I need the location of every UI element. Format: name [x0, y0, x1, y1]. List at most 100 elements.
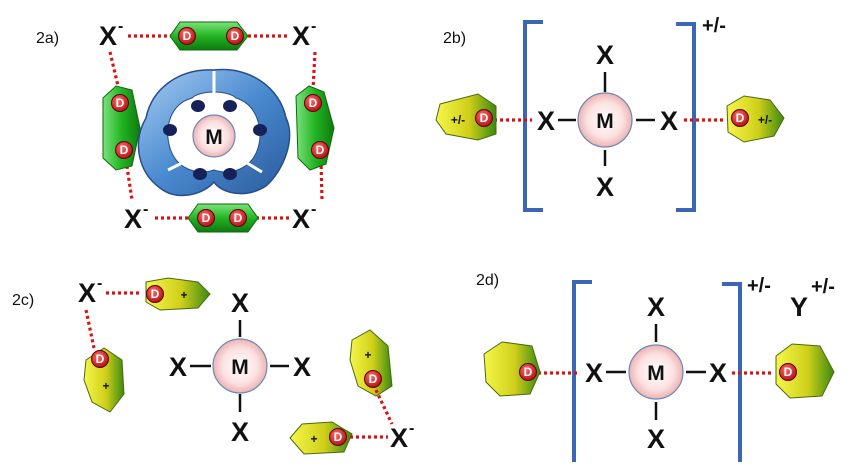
- panel-2d: 2d) +/- Y +/- X X X X M D D: [476, 272, 835, 462]
- donor-label: D: [231, 29, 240, 43]
- tag-charge: +/-: [451, 113, 465, 127]
- donor-site: [226, 27, 244, 45]
- neutral-tag-left: D: [483, 341, 541, 397]
- dotted-link: [108, 51, 121, 91]
- donor-label: D: [183, 29, 192, 43]
- donor-site: [91, 350, 109, 368]
- ligand-x-bottom: X: [647, 424, 665, 454]
- halide-symbol: X: [78, 278, 96, 308]
- halide-anion: X -: [124, 201, 148, 234]
- left-bracket: [523, 20, 543, 212]
- donor-label: D: [151, 287, 160, 301]
- charged-tag: D +: [145, 277, 211, 311]
- halide-anion: X -: [292, 201, 316, 234]
- metal-center: M: [628, 344, 684, 400]
- green-donor-unit: D D: [187, 203, 259, 233]
- metal-symbol: M: [205, 126, 223, 149]
- left-bracket: [572, 280, 592, 462]
- complex-charge: +/-: [747, 275, 771, 297]
- donor-site: [178, 27, 196, 45]
- donor-label: D: [480, 111, 489, 125]
- halide-anion: X -: [292, 18, 316, 51]
- halide-symbol: X: [292, 204, 310, 234]
- tag-charge: +/-: [758, 113, 772, 127]
- metal-center: M: [577, 92, 633, 148]
- binding-site: [223, 168, 237, 180]
- halide-symbol: X: [390, 423, 408, 453]
- donor-site: [475, 109, 493, 127]
- panel-2c: 2c) X - D + D + X X X X M: [12, 275, 414, 455]
- halide-charge: -: [311, 18, 316, 35]
- donor-label: D: [120, 143, 129, 157]
- ligand-x-top: X: [647, 292, 665, 322]
- binding-site: [193, 168, 207, 180]
- right-bracket: [722, 282, 742, 462]
- panel-2a: 2a) X - X - X - X - D: [36, 18, 335, 234]
- halide-charge: -: [143, 201, 148, 218]
- binding-site: [223, 100, 237, 112]
- tag-charge: +: [102, 379, 109, 393]
- dotted-link: [374, 389, 394, 425]
- halide-charge: -: [97, 275, 102, 292]
- halide-charge: -: [311, 201, 316, 218]
- ligand-x-top: X: [596, 40, 614, 70]
- metal-symbol: M: [647, 362, 665, 385]
- dotted-link: [84, 309, 96, 349]
- complex-charge: +/-: [702, 15, 726, 37]
- ligand-x-top: X: [231, 288, 249, 318]
- halide-anion: X -: [390, 420, 414, 453]
- donor-label: D: [524, 365, 533, 379]
- ligand-x-right: X: [660, 106, 678, 136]
- charged-tag: + D: [289, 421, 353, 455]
- ligand-x-bottom: X: [231, 417, 249, 447]
- panel-label-2d: 2d): [476, 272, 499, 289]
- donor-label: D: [116, 96, 125, 110]
- donor-label: D: [736, 111, 745, 125]
- ligand-x-right: X: [709, 358, 727, 388]
- ligand-x-left: X: [585, 358, 603, 388]
- panel-label-2c: 2c): [12, 292, 34, 309]
- counter-ion: Y +/-: [790, 276, 835, 322]
- metal-symbol: M: [596, 110, 614, 133]
- right-bracket: [676, 22, 696, 212]
- tag-charge: +: [180, 288, 187, 302]
- donor-site: [329, 428, 347, 446]
- green-donor-unit: D D: [295, 85, 335, 171]
- binding-site: [163, 124, 177, 136]
- ligand-x-bottom: X: [596, 172, 614, 202]
- binding-site: [191, 100, 205, 112]
- neutral-tag-right: D: [775, 343, 835, 399]
- panel-label-2b: 2b): [443, 30, 466, 47]
- tag-charge: +: [310, 432, 317, 446]
- panel-label-2a: 2a): [36, 30, 59, 47]
- donor-site: [111, 94, 129, 112]
- halide-symbol: X: [124, 204, 142, 234]
- halide-symbol: X: [292, 21, 310, 51]
- donor-site: [311, 141, 329, 159]
- halide-anion: X -: [99, 18, 123, 51]
- donor-site: [304, 94, 322, 112]
- ligand-x-left: X: [169, 352, 187, 382]
- halide-anion: X -: [78, 275, 102, 308]
- donor-site: [229, 209, 247, 227]
- donor-site: [731, 109, 749, 127]
- charged-tag-right: D +/-: [726, 95, 785, 143]
- donor-label: D: [309, 96, 318, 110]
- donor-label: D: [316, 143, 325, 157]
- donor-site: [115, 141, 133, 159]
- metal-symbol: M: [231, 356, 249, 379]
- donor-label: D: [334, 430, 343, 444]
- charged-tag-left: +/- D: [435, 93, 497, 141]
- donor-site: [197, 209, 215, 227]
- ligand-x-left: X: [537, 106, 555, 136]
- donor-label: D: [96, 352, 105, 366]
- donor-label: D: [369, 372, 378, 386]
- panel-2b: 2b) +/- X X X X M +/- D D: [435, 15, 785, 212]
- green-donor-unit: D D: [169, 21, 249, 51]
- donor-site: [519, 363, 537, 381]
- metal-center: M: [212, 338, 268, 394]
- green-donor-unit: D D: [102, 85, 141, 171]
- dotted-link: [319, 159, 324, 201]
- halide-charge: -: [409, 420, 414, 437]
